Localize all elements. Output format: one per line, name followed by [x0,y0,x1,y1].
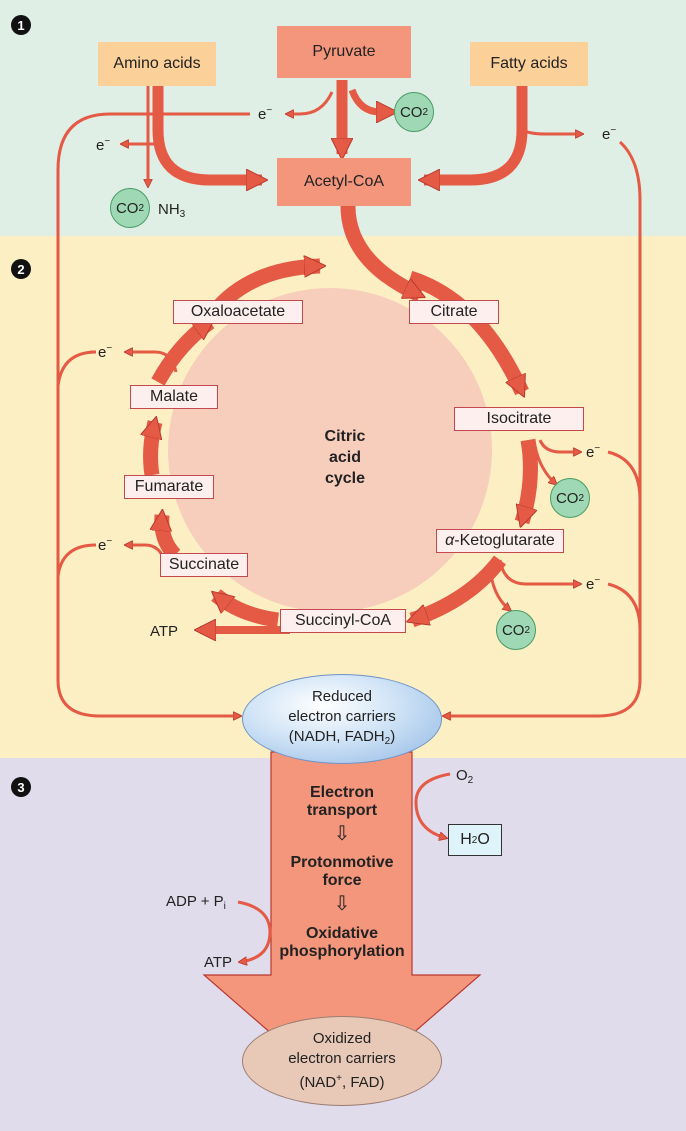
atp-label-cycle: ATP [150,623,179,640]
reduced-electron-carriers-ellipse: Reduced electron carriers (NADH, FADH2) [242,674,442,764]
electron-label-succinate: e− [98,536,113,554]
down-arrow-icon: ⇩ [333,823,351,845]
electron-transport-label: Electron transport [306,784,378,819]
protonmotive-force-label: Protonmotive force [290,854,394,889]
atp-label-oxphos: ATP [204,954,233,971]
fumarate-box: Fumarate [124,475,214,499]
fatty-acids-box: Fatty acids [470,42,588,86]
nh3-label: NH3 [158,201,186,220]
pyruvate-box: Pyruvate [277,26,411,78]
electron-label-isocitrate: e− [586,443,601,461]
ketoglutarate-box: α-Ketoglutarate [436,529,564,553]
adp-pi-label: ADP + Pi [166,893,226,912]
isocitrate-box: Isocitrate [454,407,584,431]
acetyl-coa-box: Acetyl-CoA [277,158,411,206]
electron-label-amino: e− [96,136,111,154]
citrate-box: Citrate [409,300,499,324]
fatty-to-acetyl-arrow [424,86,528,180]
cycle-title: Citric acid cycle [324,428,366,487]
stage-2-badge: 2 [11,259,31,279]
oxidative-phosphorylation-label: Oxidative phosphorylation [279,925,405,960]
acetyl-to-citrate-arrow [340,205,420,302]
stage-3-badge: 3 [11,777,31,797]
down-arrow-icon: ⇩ [333,893,351,915]
electron-label-ketoglutarate: e− [586,575,601,593]
electron-label-fatty: e− [602,125,617,143]
malate-box: Malate [130,385,218,409]
o2-label: O2 [456,767,474,786]
succinyl-coa-box: Succinyl-CoA [280,609,406,633]
electron-label-pyruvate: e− [258,105,273,123]
amino-acids-box: Amino acids [98,42,216,86]
citric-acid-cycle-disk [168,288,492,612]
electron-label-malate: e− [98,343,113,361]
stage-1-badge: 1 [11,15,31,35]
succinate-box: Succinate [160,553,248,577]
oxaloacetate-box: Oxaloacetate [173,300,303,324]
pyruvate-to-co2-arrow [348,88,392,112]
oxidized-electron-carriers-ellipse: Oxidized electron carriers (NAD+, FAD) [242,1016,442,1106]
amino-to-acetyl-arrow [152,86,262,180]
